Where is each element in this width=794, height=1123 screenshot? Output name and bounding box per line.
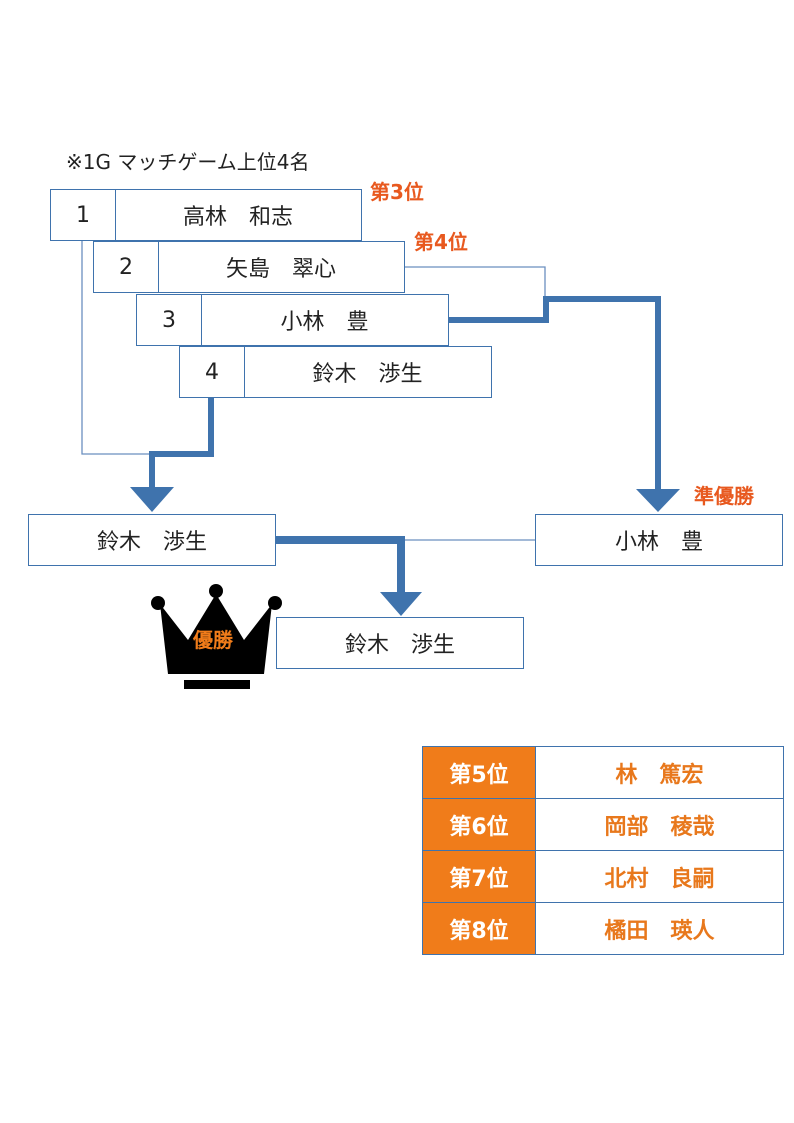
thick-line-seed4 — [149, 398, 214, 490]
other-ranks-table: 第5位 林 篤宏 第6位 岡部 稜哉 第7位 北村 良嗣 第8位 橘田 瑛人 — [422, 746, 784, 955]
rank-label: 第8位 — [422, 902, 536, 955]
rank-label: 第6位 — [422, 798, 536, 851]
player-name: 高林 和志 — [182, 205, 293, 230]
seed-number: 1 — [51, 190, 116, 240]
seed-number: 3 — [137, 295, 202, 345]
champion-box: 鈴木 渉生 — [276, 617, 524, 669]
rank-name: 林 篤宏 — [535, 746, 784, 799]
player-name: 小林 豊 — [614, 530, 703, 555]
runner-up-label: 準優勝 — [694, 484, 754, 508]
player-name: 鈴木 渉生 — [96, 530, 207, 555]
player-name: 鈴木 渉生 — [344, 633, 455, 658]
seed-row-2: 2 矢島 翠心 — [93, 241, 405, 293]
semifinal-right-box: 小林 豊 — [535, 514, 783, 566]
rank-row: 第8位 橘田 瑛人 — [422, 902, 784, 955]
rank-label: 第5位 — [422, 746, 536, 799]
crown-icon — [151, 584, 282, 689]
rank-name: 北村 良嗣 — [535, 850, 784, 903]
fourth-place-label: 第4位 — [414, 230, 468, 254]
thin-line-seed1 — [81, 240, 150, 455]
thin-line-seed2 — [405, 266, 546, 298]
rank-row: 第7位 北村 良嗣 — [422, 850, 784, 903]
arrow-to-right-semifinal — [636, 489, 680, 512]
player-name: 矢島 翠心 — [225, 257, 336, 282]
thick-line-final — [276, 536, 405, 594]
rank-row: 第5位 林 篤宏 — [422, 746, 784, 799]
qualifier-note: ※1G マッチゲーム上位4名 — [66, 150, 310, 174]
arrow-to-champion — [380, 592, 422, 616]
winner-label: 優勝 — [193, 628, 233, 652]
rank-name: 岡部 稜哉 — [535, 798, 784, 851]
semifinal-left-box: 鈴木 渉生 — [28, 514, 276, 566]
rank-name: 橘田 瑛人 — [535, 902, 784, 955]
seed-number: 2 — [94, 242, 159, 292]
player-name: 鈴木 渉生 — [312, 362, 423, 387]
seed-number: 4 — [180, 347, 245, 397]
third-place-label: 第3位 — [370, 180, 424, 204]
seed-row-4: 4 鈴木 渉生 — [179, 346, 492, 398]
arrow-to-left-semifinal — [130, 487, 174, 512]
player-name: 小林 豊 — [280, 310, 369, 335]
rank-label: 第7位 — [422, 850, 536, 903]
seed-row-3: 3 小林 豊 — [136, 294, 449, 346]
thick-line-seed3 — [449, 296, 661, 492]
rank-row: 第6位 岡部 稜哉 — [422, 798, 784, 851]
seed-row-1: 1 高林 和志 — [50, 189, 362, 241]
